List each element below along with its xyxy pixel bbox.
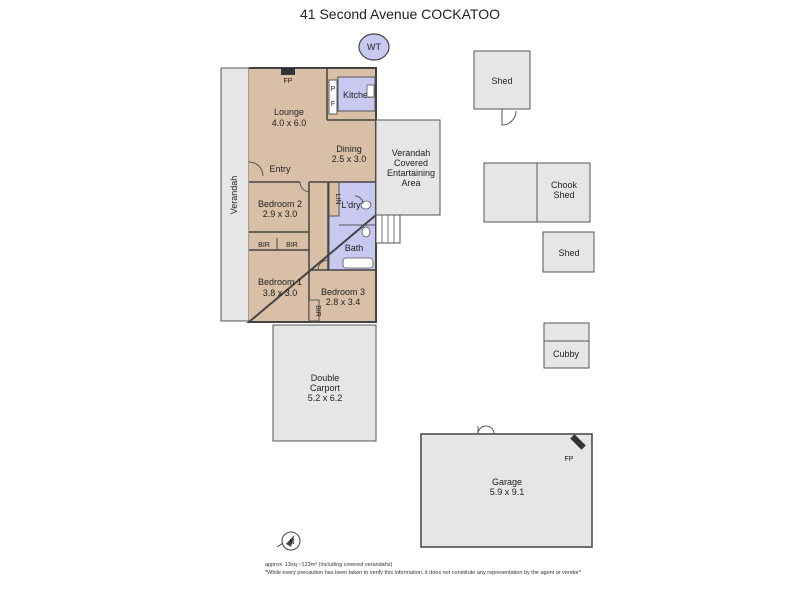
- verandah-east-line4: Area: [401, 178, 420, 188]
- disclaimer-note: *While every precaution has been taken t…: [265, 570, 582, 576]
- fridge-label: F: [331, 101, 335, 108]
- garage-label: Garage: [492, 477, 522, 487]
- pantry-label: P: [331, 86, 336, 93]
- water-tank: [358, 33, 390, 61]
- water-tank-label: WT: [367, 42, 381, 52]
- verandah-west-label: Verandah: [229, 176, 239, 215]
- bedroom-2-size: 2.9 x 3.0: [263, 209, 298, 219]
- shed-mid: [542, 231, 595, 273]
- carport-line1: Double: [311, 373, 340, 383]
- shed-mid-label: Shed: [558, 248, 579, 258]
- laundry-tub: [360, 200, 372, 210]
- cubby-label: Cubby: [553, 349, 580, 359]
- north-compass-icon: N: [276, 531, 301, 551]
- wet-area: [328, 181, 377, 271]
- dining-label: Dining: [336, 144, 362, 154]
- kitchen-bench: [328, 79, 338, 115]
- plan-title: 41 Second Avenue COCKATOO: [299, 6, 500, 22]
- bedroom-1-size: 3.8 x 3.0: [263, 288, 298, 298]
- verandah-east-line1: Verandah: [392, 148, 431, 158]
- verandah-east: [375, 119, 441, 216]
- garage: [420, 433, 593, 548]
- linen-label: LIN: [334, 194, 341, 205]
- bir-3-label: BIR: [314, 305, 321, 317]
- laundry-label: L'dry: [341, 200, 361, 210]
- bir-1-label: BIR: [258, 242, 270, 249]
- chook-shed-line2: Shed: [553, 190, 574, 200]
- kitchen-label: Kitchen: [343, 90, 373, 100]
- lounge-size: 4.0 x 6.0: [272, 118, 307, 128]
- verandah-east-line3: Entartaining: [387, 168, 435, 178]
- chook-shed-line1: Chook: [551, 180, 578, 190]
- bedroom-1-label: Bedroom 1: [258, 277, 302, 287]
- garage-fireplace: [570, 434, 586, 450]
- verandah-east-line2: Covered: [394, 158, 428, 168]
- bathtub: [342, 257, 374, 269]
- bir-2-label: BIR: [286, 242, 298, 249]
- sink: [366, 84, 375, 98]
- garage-size: 5.9 x 9.1: [490, 487, 525, 497]
- lounge-fireplace: [281, 68, 295, 75]
- entry-label: Entry: [269, 164, 291, 174]
- bedroom-3-label: Bedroom 3: [321, 287, 365, 297]
- lounge-fp-label: FP: [284, 78, 293, 85]
- compass-label: N: [289, 539, 294, 546]
- carport-size: 5.2 x 6.2: [308, 393, 343, 403]
- shed-top-label: Shed: [491, 76, 512, 86]
- area-note: approx. 13sq ~123m² (including covered v…: [265, 562, 393, 568]
- toilet: [361, 226, 371, 238]
- bedroom-2-label: Bedroom 2: [258, 199, 302, 209]
- dining-size: 2.5 x 3.0: [332, 154, 367, 164]
- garage-fp-label: FP: [565, 456, 574, 463]
- steps: [375, 214, 401, 244]
- bath-label: Bath: [345, 243, 364, 253]
- carport: [272, 324, 377, 442]
- cubby: [543, 322, 590, 369]
- lounge-label: Lounge: [274, 107, 304, 117]
- carport-line2: Carport: [310, 383, 341, 393]
- bedroom-3-size: 2.8 x 3.4: [326, 297, 361, 307]
